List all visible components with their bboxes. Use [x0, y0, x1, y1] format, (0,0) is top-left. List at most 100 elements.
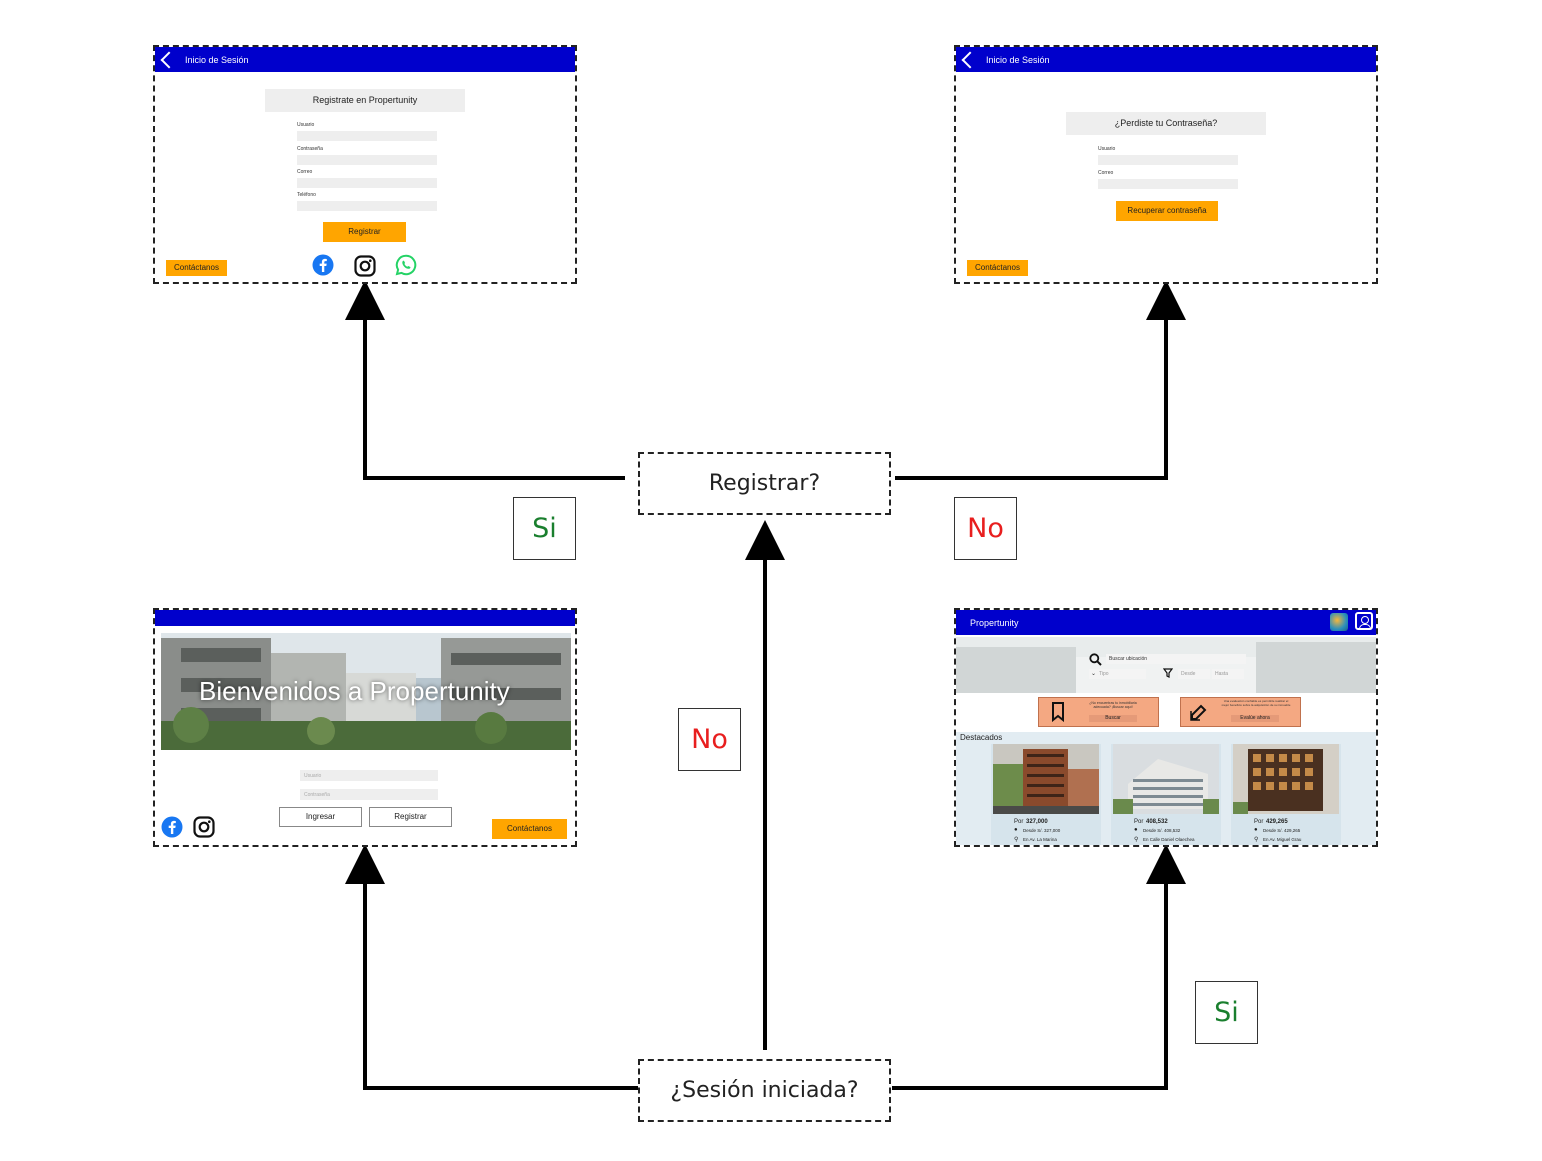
money-icon: ● [1014, 827, 1018, 833]
chevron-left-icon[interactable] [961, 51, 979, 69]
listing-card[interactable]: Por 408,532 ● Desde S/. 408,532 ⚲ En Cal… [1111, 744, 1221, 845]
login-password-placeholder: Contraseña [304, 792, 330, 798]
home-screen: Propertunity Buscar ubicación ⌄ Tipo Des… [954, 608, 1378, 847]
welcome-screen: Bienvenidos a Propertunity Usuario Contr… [153, 608, 577, 847]
register-user-field[interactable] [297, 131, 437, 141]
location-pin-icon: ⚲ [1134, 837, 1139, 843]
location-search-input[interactable]: Buscar ubicación [1106, 654, 1246, 664]
listing-from: Desde S/. 327,000 [1023, 828, 1061, 833]
location-pin-icon: ⚲ [1254, 837, 1259, 843]
register-phone-label: Teléfono [297, 192, 316, 198]
hero-image [161, 633, 571, 750]
register-heading: Registrate en Propertunity [265, 89, 465, 112]
money-icon: ● [1254, 827, 1258, 833]
listing-price-label: Por [1254, 819, 1264, 825]
recover-screen: Inicio de Sesión ¿Perdiste tu Contraseña… [954, 45, 1378, 284]
login-user-placeholder: Usuario [304, 773, 322, 779]
label-session-yes: Si [1195, 981, 1258, 1044]
recover-email-field[interactable] [1098, 179, 1238, 189]
home-brand: Propertunity [970, 618, 1019, 628]
search-banner-image [956, 637, 1376, 693]
listing-photo [993, 744, 1099, 814]
listing-price-label: Por [1134, 819, 1144, 825]
login-user-field[interactable]: Usuario [300, 770, 438, 781]
register-phone-field[interactable] [297, 201, 437, 211]
register-email-field[interactable] [297, 178, 437, 188]
decision-register: Registrar? [638, 452, 891, 515]
register-contact-button[interactable]: Contáctanos [166, 260, 227, 276]
listing-photo [1113, 744, 1219, 814]
user-profile-icon[interactable] [1355, 612, 1373, 630]
recover-heading: ¿Perdiste tu Contraseña? [1066, 112, 1266, 135]
instagram-icon[interactable] [354, 255, 376, 277]
chevron-down-icon: ⌄ [1091, 671, 1097, 677]
type-placeholder: Tipo [1099, 671, 1109, 677]
register-email-label: Correo [297, 169, 313, 175]
register-nav-bar: Inicio de Sesión [155, 47, 575, 72]
edit-icon [1190, 704, 1207, 721]
recover-nav-bar: Inicio de Sesión [956, 47, 1376, 72]
listing-price: 327,000 [1026, 819, 1048, 825]
featured-heading: Destacados [960, 733, 1003, 742]
decision-session-text: ¿Sesión iniciada? [670, 1078, 859, 1103]
facebook-icon[interactable] [312, 254, 334, 276]
facebook-icon[interactable] [161, 816, 183, 838]
listing-price: 429,265 [1266, 819, 1288, 825]
register-user-label: Usuario [297, 122, 315, 128]
promo-evaluate-card: Una evaluación confiable es permitirle r… [1180, 697, 1301, 727]
search-placeholder: Buscar ubicación [1109, 656, 1148, 662]
label-register-yes: Si [513, 497, 576, 560]
promo-evaluate-text: Una evaluación confiable es permitirle r… [1221, 699, 1291, 707]
arrow-session-no [345, 844, 638, 1090]
listing-price-label: Por [1014, 819, 1024, 825]
search-icon[interactable] [1089, 653, 1102, 666]
home-nav-bar: Propertunity [956, 610, 1376, 635]
listing-location: En Av. La Marina [1023, 837, 1057, 842]
listing-photo [1233, 744, 1339, 814]
price-to-input[interactable]: Hasta [1212, 669, 1244, 679]
arrow-register-yes [345, 280, 625, 480]
chevron-left-icon[interactable] [160, 51, 178, 69]
decision-session: ¿Sesión iniciada? [638, 1059, 891, 1122]
listing-card[interactable]: Por 327,000 ● Desde S/. 327,000 ⚲ En Av.… [991, 744, 1101, 845]
arrow-register-no [895, 280, 1186, 480]
money-icon: ● [1134, 827, 1138, 833]
recover-nav-title: Inicio de Sesión [986, 55, 1050, 65]
decision-register-text: Registrar? [708, 471, 821, 496]
recover-user-label: Usuario [1098, 146, 1116, 152]
whatsapp-icon[interactable] [395, 254, 417, 276]
price-from-input[interactable]: Desde [1178, 669, 1210, 679]
filter-icon[interactable] [1163, 668, 1173, 678]
instagram-icon[interactable] [193, 816, 215, 838]
register-password-label: Contraseña [297, 146, 323, 152]
app-logo-icon[interactable] [1330, 613, 1348, 631]
label-register-no: No [954, 497, 1017, 560]
listing-from: Desde S/. 429,265 [1263, 828, 1301, 833]
bookmark-icon [1052, 702, 1064, 722]
register-submit-button[interactable]: Registrar [323, 222, 406, 242]
recover-submit-button[interactable]: Recuperar contraseña [1116, 201, 1218, 221]
arrow-session-yes [892, 844, 1186, 1090]
type-select[interactable]: ⌄ Tipo [1089, 669, 1146, 679]
location-pin-icon: ⚲ [1014, 837, 1019, 843]
hero-title: Bienvenidos a Propertunity [199, 676, 510, 706]
welcome-contact-button[interactable]: Contáctanos [492, 819, 567, 839]
listing-location: En Av. Miguel Grau [1263, 837, 1302, 842]
listing-card[interactable]: Por 429,265 ● Desde S/. 429,265 ⚲ En Av.… [1231, 744, 1341, 845]
welcome-nav-bar [155, 610, 575, 626]
welcome-register-button[interactable]: Registrar [369, 807, 452, 827]
promo-evaluate-button[interactable]: Evalúe ahora [1231, 715, 1279, 722]
listing-location: En Calle Daniel Olaechea [1143, 837, 1195, 842]
recover-user-field[interactable] [1098, 155, 1238, 165]
login-password-field[interactable]: Contraseña [300, 789, 438, 800]
promo-search-text: ¿No encuentras tu inmobiliaria adecuada?… [1089, 701, 1137, 709]
listing-from: Desde S/. 408,532 [1143, 828, 1181, 833]
login-button[interactable]: Ingresar [279, 807, 362, 827]
promo-search-button[interactable]: Buscar [1089, 715, 1137, 722]
register-password-field[interactable] [297, 155, 437, 165]
to-placeholder: Hasta [1215, 671, 1229, 677]
recover-contact-button[interactable]: Contáctanos [967, 260, 1028, 276]
from-placeholder: Desde [1181, 671, 1196, 677]
label-session-no: No [678, 708, 741, 771]
